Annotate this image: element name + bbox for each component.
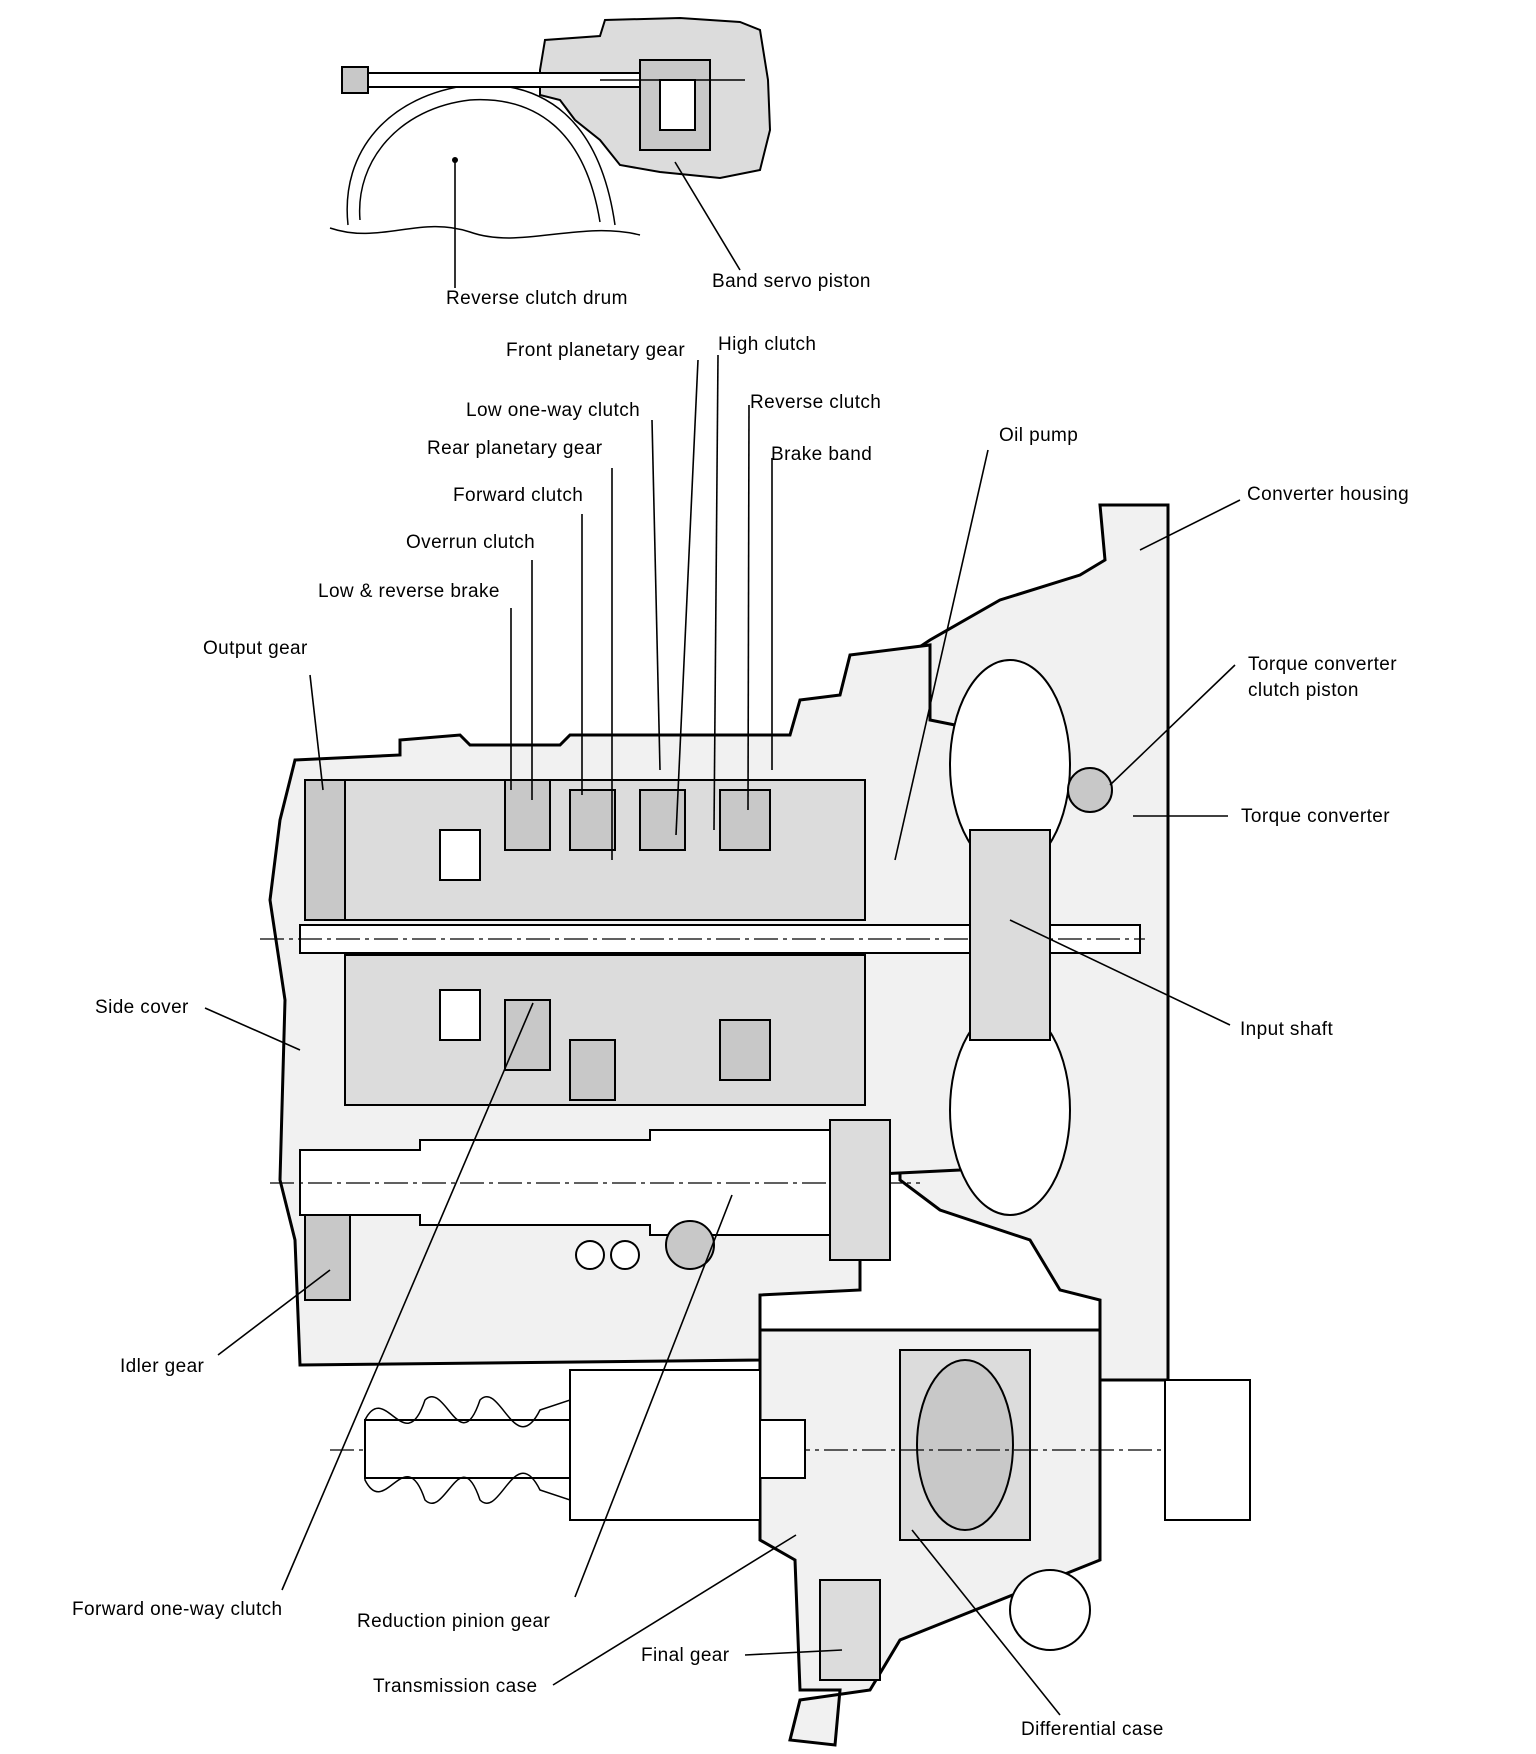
label-reduction-pinion-gear: Reduction pinion gear — [357, 1611, 551, 1632]
leader-transmission-case — [552, 1534, 797, 1686]
label-idler-gear: Idler gear — [120, 1356, 205, 1377]
label-reverse-clutch: Reverse clutch — [750, 392, 881, 413]
cv-joint-housing — [569, 1369, 761, 1521]
clutch-pack — [569, 1039, 616, 1101]
label-side-cover: Side cover — [95, 997, 189, 1018]
clutch-pack — [504, 999, 551, 1071]
differential-gear — [916, 1359, 1014, 1531]
label-reverse-clutch-drum: Reverse clutch drum — [446, 288, 628, 309]
lower-clutch-packs — [439, 989, 771, 1101]
leader-high-clutch — [713, 354, 719, 831]
label-torque-converter-clutch-piston-line1: Torque converter — [1248, 654, 1397, 675]
label-brake-band: Brake band — [771, 444, 872, 465]
label-low-one-way-clutch: Low one-way clutch — [466, 400, 640, 421]
label-final-gear: Final gear — [641, 1645, 730, 1666]
label-front-planetary-gear: Front planetary gear — [506, 340, 685, 361]
differential-bearing — [1009, 1569, 1091, 1651]
clutch-pack — [569, 789, 616, 851]
label-converter-housing: Converter housing — [1247, 484, 1409, 505]
leader-torque-converter-clutch-piston — [1109, 664, 1236, 786]
torque-converter-clutch-piston-ring — [1067, 767, 1113, 813]
reduction-pinion-gear-body — [829, 1119, 891, 1261]
idler-bearing-hole — [665, 1220, 715, 1270]
leader-lines — [204, 157, 1241, 1716]
inset-bolt — [341, 66, 369, 94]
leader-idler-gear — [217, 1269, 331, 1356]
bearing-hole — [610, 1240, 640, 1270]
leader-reverse-clutch — [747, 404, 750, 811]
clutch-pack — [719, 789, 771, 851]
drive-shaft-assembly — [364, 1369, 1251, 1521]
leader-front-planetary-gear — [675, 359, 699, 836]
leader-forward-one-way-clutch — [281, 1002, 534, 1591]
clutch-pack — [504, 779, 551, 851]
clutch-pack — [719, 1019, 771, 1081]
differential-assembly — [330, 1328, 1240, 1747]
final-gear-body — [819, 1579, 881, 1681]
label-forward-clutch: Forward clutch — [453, 485, 583, 506]
leader-dot — [452, 157, 458, 163]
label-rear-planetary-gear: Rear planetary gear — [427, 438, 603, 459]
leader-differential-case — [911, 1529, 1061, 1716]
right-axle-stub — [1164, 1379, 1251, 1521]
torque-converter-assembly — [949, 659, 1113, 1216]
band-servo-inset-drawing — [329, 16, 772, 239]
label-output-gear: Output gear — [203, 638, 308, 659]
clutch-pack — [439, 989, 481, 1041]
leader-band-servo-piston — [674, 161, 741, 271]
leader-input-shaft — [1009, 919, 1231, 1026]
label-high-clutch: High clutch — [718, 334, 816, 355]
label-oil-pump: Oil pump — [999, 425, 1078, 446]
label-transmission-case: Transmission case — [373, 1676, 537, 1697]
leader-converter-housing — [1139, 499, 1241, 551]
label-forward-one-way-clutch: Forward one-way clutch — [72, 1599, 283, 1620]
bearing-hole — [575, 1240, 605, 1270]
leader-reduction-pinion-gear — [574, 1194, 733, 1598]
upper-clutch-packs — [439, 779, 771, 881]
clutch-pack — [439, 829, 481, 881]
label-band-servo-piston: Band servo piston — [712, 271, 871, 292]
label-low-reverse-brake: Low & reverse brake — [318, 581, 500, 602]
label-torque-converter-clutch-piston-line2: clutch piston — [1248, 680, 1359, 701]
label-differential-case: Differential case — [1021, 1719, 1164, 1740]
leader-final-gear — [744, 1649, 843, 1656]
leader-output-gear — [309, 674, 324, 791]
transmission-main-body — [260, 503, 1251, 1747]
leader-low-one-way-clutch — [651, 419, 661, 771]
inset-break-line — [329, 225, 641, 239]
leader-oil-pump — [894, 449, 989, 861]
leader-side-cover — [204, 1007, 301, 1051]
label-torque-converter: Torque converter — [1241, 806, 1390, 827]
output-gear-body — [304, 779, 346, 921]
inset-piston-bore — [659, 79, 696, 131]
label-input-shaft: Input shaft — [1240, 1019, 1333, 1040]
reverse-clutch-drum-inner — [358, 98, 601, 223]
torque-converter-hub — [969, 829, 1051, 1041]
label-overrun-clutch: Overrun clutch — [406, 532, 535, 553]
part-labels: Reverse clutch drum Band servo piston Fr… — [72, 271, 1409, 1740]
